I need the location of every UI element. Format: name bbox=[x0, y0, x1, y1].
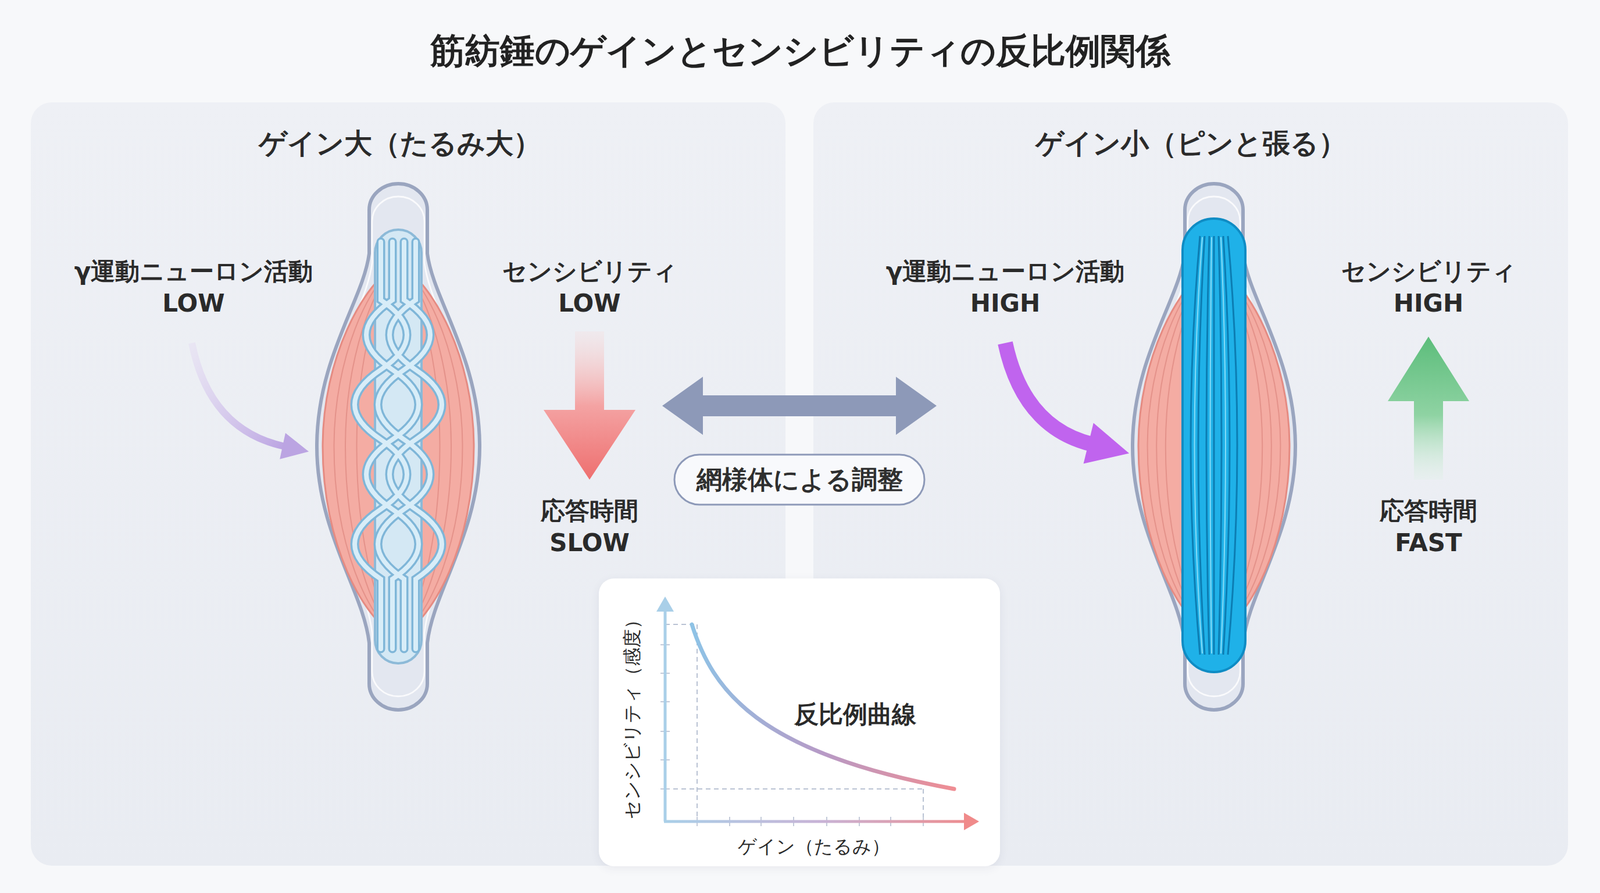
double-arrow-connector bbox=[785, 395, 814, 417]
state-label: γ運動ニューロン活動 LOW bbox=[54, 255, 334, 320]
state-label: センシビリティ HIGH bbox=[1326, 255, 1531, 320]
panel-heading: ゲイン大（たるみ大） bbox=[258, 125, 542, 162]
connector-layer bbox=[785, 405, 814, 407]
panel-heading: ゲイン小（ピンと張る） bbox=[1035, 125, 1347, 162]
state-label: 応答時間 SLOW bbox=[522, 495, 657, 559]
axis-label: センシビリティ（感度） bbox=[620, 610, 645, 820]
curve-label: 反比例曲線 bbox=[794, 698, 917, 731]
state-label: γ運動ニューロン活動 HIGH bbox=[865, 255, 1145, 320]
diagram-title: 筋紡錘のゲインとセンシビリティの反比例関係 bbox=[430, 27, 1171, 75]
chart-box: センシビリティ（感度） 反比例曲線ゲイン（たるみ） bbox=[598, 578, 1000, 867]
state-label: 応答時間 FAST bbox=[1361, 495, 1496, 559]
edge-label-pill: 網様体による調整 bbox=[673, 454, 926, 506]
axis-label: ゲイン（たるみ） bbox=[737, 834, 891, 860]
state-label: センシビリティ LOW bbox=[487, 255, 692, 320]
